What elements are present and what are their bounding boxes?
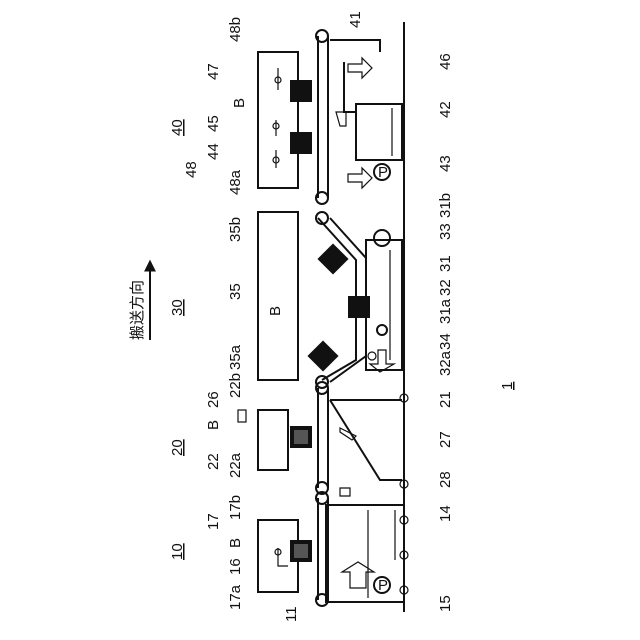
flow-arrow-28: [340, 488, 350, 496]
part-label-42: 42: [437, 101, 454, 118]
overall-label: 1: [499, 382, 516, 390]
part-label-28: 28: [437, 471, 454, 488]
part-label-17b: 17b: [227, 495, 244, 520]
part-label-31a: 31a: [437, 298, 454, 324]
return-arrow-10: [342, 562, 374, 588]
part-label-34: 34: [437, 333, 454, 350]
part-label-22: 22: [205, 453, 222, 470]
flow-arrow-46c: [336, 112, 346, 126]
hood-35: [258, 212, 298, 380]
work-B-30c: [307, 340, 338, 371]
work-B-10-inner: [294, 544, 308, 558]
part-label-45: 45: [205, 115, 222, 132]
nozzle-16: [278, 548, 288, 566]
work-B-40b: [290, 132, 312, 154]
work-B-30b: [348, 296, 370, 318]
unit-30: [258, 212, 402, 388]
part-label-31b: 31b: [437, 193, 454, 218]
supply-pipe-46: [330, 40, 380, 112]
part-label-47: 47: [205, 63, 222, 80]
pump-43-glyph: P: [378, 164, 388, 181]
work-B-20-inner: [294, 430, 308, 444]
part-label-17a: 17a: [227, 584, 244, 610]
roller-34: [368, 352, 376, 360]
section-label-10: 10: [169, 543, 186, 560]
part-label-32a: 32a: [437, 350, 454, 376]
section-label-20: 20: [169, 439, 186, 456]
work-B-30a: [317, 243, 348, 274]
unit-40: P: [258, 30, 402, 204]
flow-arrow-46a: [348, 58, 372, 78]
part-label-31: 31: [437, 255, 454, 272]
part-label-B1: B: [227, 538, 244, 548]
part-label-35b: 35b: [227, 217, 244, 242]
part-label-44: 44: [205, 143, 222, 160]
part-label-11: 11: [283, 606, 300, 622]
part-label-B3: B: [267, 306, 284, 316]
part-label-35: 35: [227, 283, 244, 300]
part-label-43: 43: [437, 155, 454, 172]
pump-33: [374, 230, 390, 246]
part-label-22b: 22b: [227, 373, 244, 398]
part-label-46: 46: [437, 53, 454, 70]
part-label-22a: 22a: [227, 452, 244, 478]
part-label-35a: 35a: [227, 344, 244, 370]
part-label-17: 17: [205, 513, 222, 530]
part-label-26: 26: [205, 391, 222, 408]
section-label-30: 30: [169, 299, 186, 316]
work-B-40a: [290, 80, 312, 102]
section-label-40: 40: [169, 119, 186, 136]
part-label-B2: B: [205, 420, 222, 430]
part-label-48a: 48a: [227, 169, 244, 195]
part-label-41: 41: [347, 11, 364, 28]
sensor-26: [238, 410, 246, 422]
roller-31a: [377, 325, 387, 335]
part-label-48b: 48b: [227, 17, 244, 42]
unit-20: [238, 382, 408, 496]
pump-15-glyph: P: [378, 577, 388, 594]
part-label-27: 27: [437, 431, 454, 448]
tank-42: [356, 104, 402, 160]
part-label-32: 32: [437, 279, 454, 296]
hood-22: [258, 410, 288, 470]
part-label-16: 16: [227, 558, 244, 575]
direction-label: 搬送方向: [128, 280, 146, 340]
part-label-33: 33: [437, 223, 454, 240]
part-label-14: 14: [437, 505, 454, 522]
part-label-15: 15: [437, 595, 454, 612]
part-label-B4: B: [231, 98, 248, 108]
part-label-48: 48: [183, 161, 200, 178]
flow-arrow-46b: [348, 168, 372, 188]
unit-10: P: [258, 492, 408, 606]
part-label-21: 21: [437, 391, 454, 408]
drain-27: [330, 400, 402, 480]
